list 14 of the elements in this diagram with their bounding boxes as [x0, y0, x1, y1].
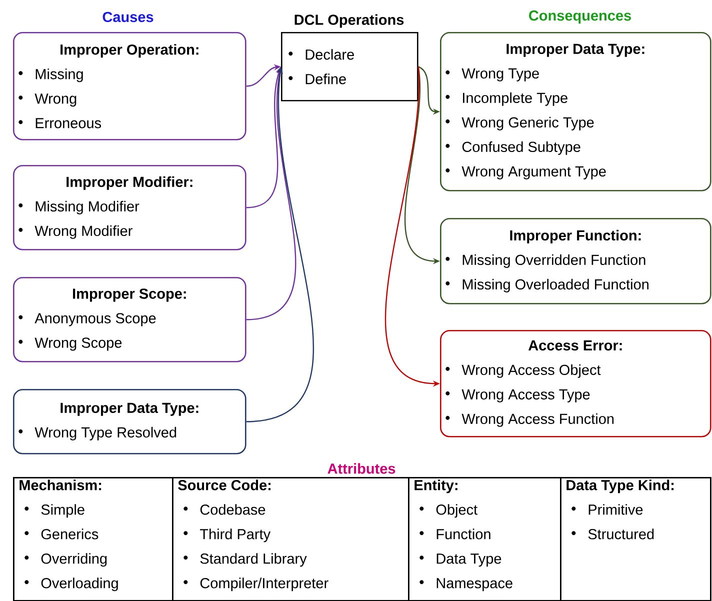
consequence-box: Access Error: Wrong Access Object Wrong Access Type Wrong Access Function [440, 330, 712, 438]
table-cell: Source Code: Codebase Third Party Standard Library Compiler/Interpreter [172, 477, 410, 601]
operations-box: Declare Define [281, 32, 418, 102]
cause-box: Improper Scope: Anonymous Scope Wrong Scope [13, 277, 246, 362]
cause-box: Improper Data Type: Wrong Type Resolved [13, 389, 246, 454]
consequence-box: Improper Function: Missing Overridden Function Missing Overloaded Function [440, 218, 712, 304]
table-cell: Mechanism: Simple Generics Overriding Overloading [13, 477, 174, 601]
table-cell: Data Type Kind: Primitive Structured [560, 477, 712, 601]
consequence-box: Improper Data Type: Wrong Type Incomplete Type Wrong Generic Type Confused Subtype Wrong Argument Type [440, 32, 712, 192]
cause-box: Improper Operation: Missing Wrong Erroneous [13, 32, 246, 140]
cause-box: Improper Modifier: Missing Modifier Wrong Modifier [13, 165, 246, 250]
table-cell: Entity: Object Function Data Type Namespace [408, 477, 562, 601]
box-heading: DCL Operations [294, 14, 404, 28]
table-heading: Attributes [328, 463, 396, 474]
